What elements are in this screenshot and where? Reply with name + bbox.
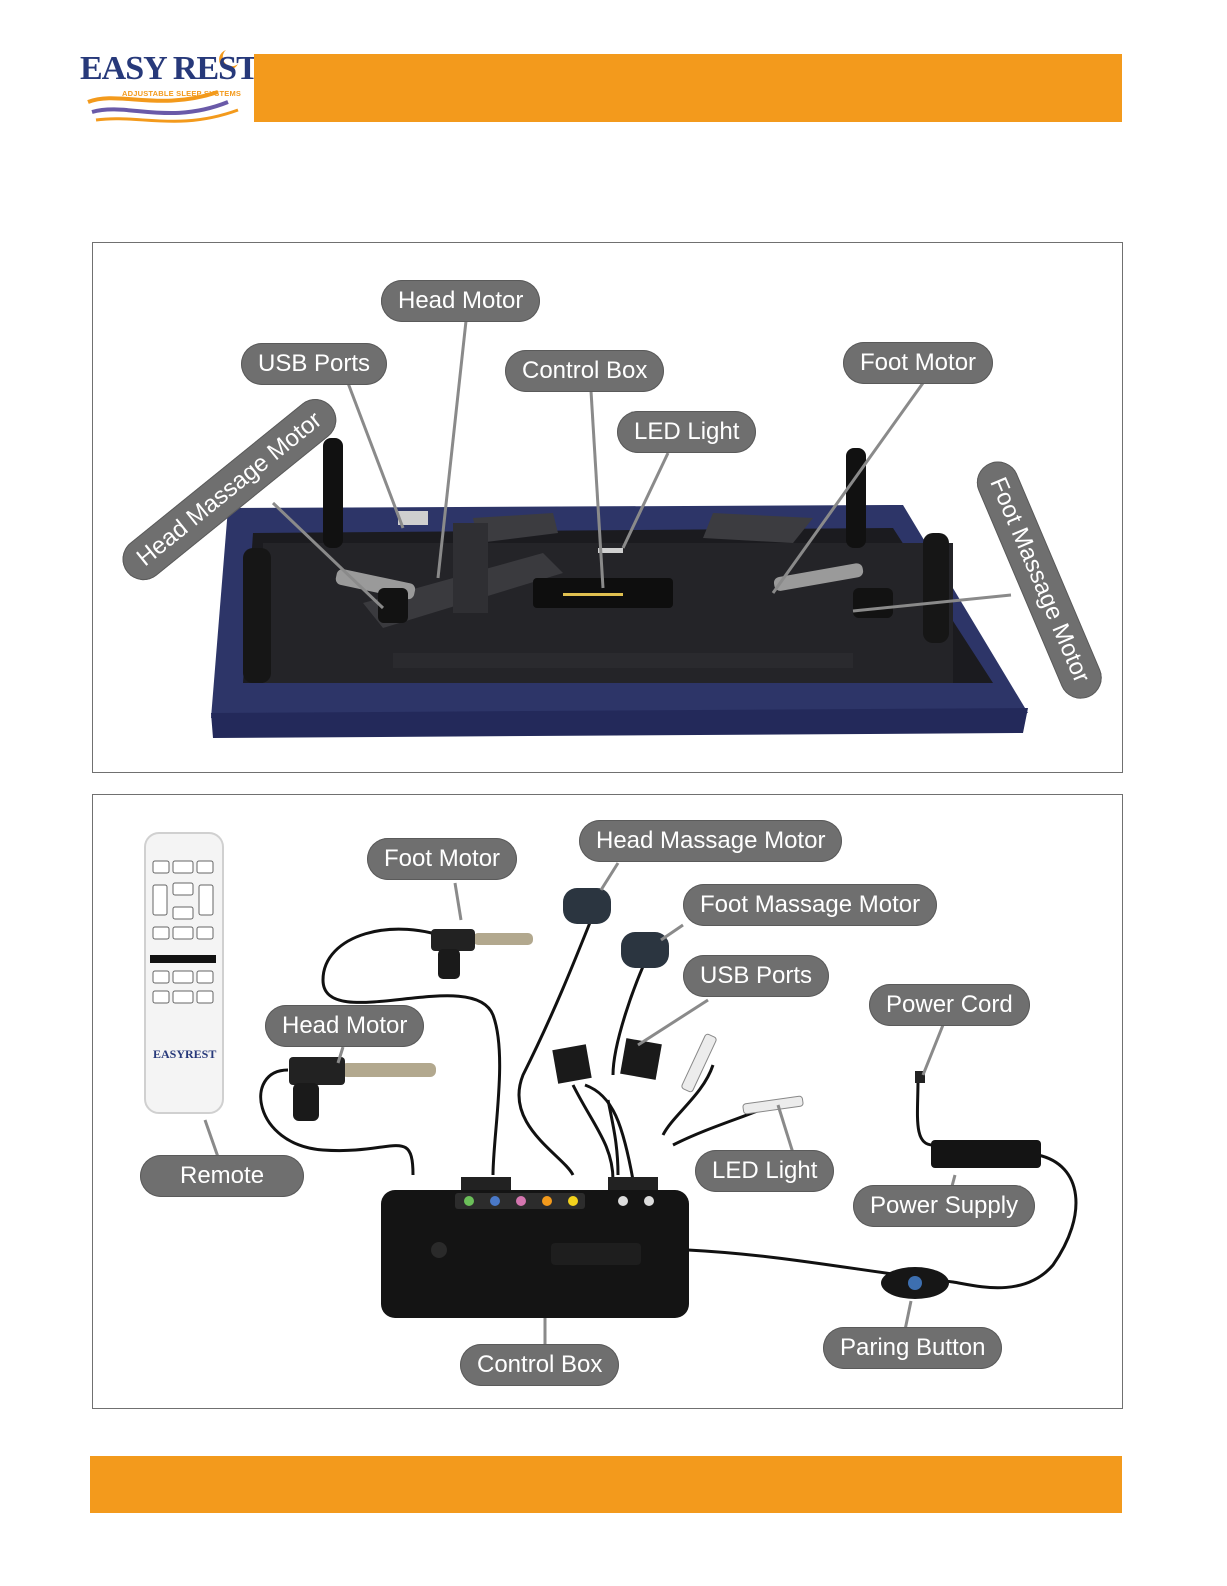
leg-front-right (923, 533, 949, 643)
label-control-box: Control Box (460, 1344, 619, 1386)
label-foot-motor: Foot Motor (843, 342, 993, 384)
label-power-supply: Power Supply (853, 1185, 1035, 1227)
label-usb-ports: USB Ports (241, 343, 387, 385)
foot-massage-unit (621, 932, 669, 968)
label-head-motor: Head Motor (381, 280, 540, 322)
power-supply-unit (931, 1140, 1041, 1168)
head-massage-unit (563, 888, 611, 924)
leg-back-left (323, 438, 343, 548)
bed-base-illustration (93, 243, 1122, 772)
label-head-motor: Head Motor (265, 1005, 424, 1047)
components-diagram: EASYREST Foot Motor Head Massage Motor F… (92, 794, 1123, 1409)
label-led-light: LED Light (617, 411, 756, 453)
label-control-box: Control Box (505, 350, 664, 392)
logo-tagline: ADJUSTABLE SLEEP SYSTEMS (122, 89, 241, 98)
bed-base-diagram: Head Motor USB Ports Control Box LED Lig… (92, 242, 1123, 773)
footer-bar (90, 1456, 1122, 1513)
head-motor-actuator (289, 1057, 436, 1121)
label-led-light: LED Light (695, 1150, 834, 1192)
label-foot-massage-motor: Foot Massage Motor (683, 884, 937, 926)
control-box-unit (381, 1177, 689, 1318)
led-strip-a (681, 1033, 717, 1092)
leg-back-right (846, 448, 866, 548)
foot-massage-unit (853, 588, 893, 618)
header-bar (254, 54, 1122, 122)
brand-logo: EASY REST ADJUSTABLE SLEEP SYSTEMS (78, 40, 248, 135)
label-remote: Remote (140, 1155, 304, 1197)
logo-wordmark: EASY REST (80, 50, 258, 88)
label-usb-ports: USB Ports (683, 955, 829, 997)
usb-port-left (552, 1044, 591, 1083)
remote-control (145, 833, 223, 1113)
leg-front-left (243, 548, 271, 683)
led-strip-b (743, 1096, 804, 1114)
label-foot-motor: Foot Motor (367, 838, 517, 880)
label-power-cord: Power Cord (869, 984, 1030, 1026)
label-paring-button: Paring Button (823, 1327, 1002, 1369)
foot-motor-actuator (431, 929, 533, 979)
components-illustration (93, 795, 1122, 1408)
label-head-massage-motor: Head Massage Motor (579, 820, 842, 862)
remote-logo: EASYREST (153, 1047, 216, 1062)
